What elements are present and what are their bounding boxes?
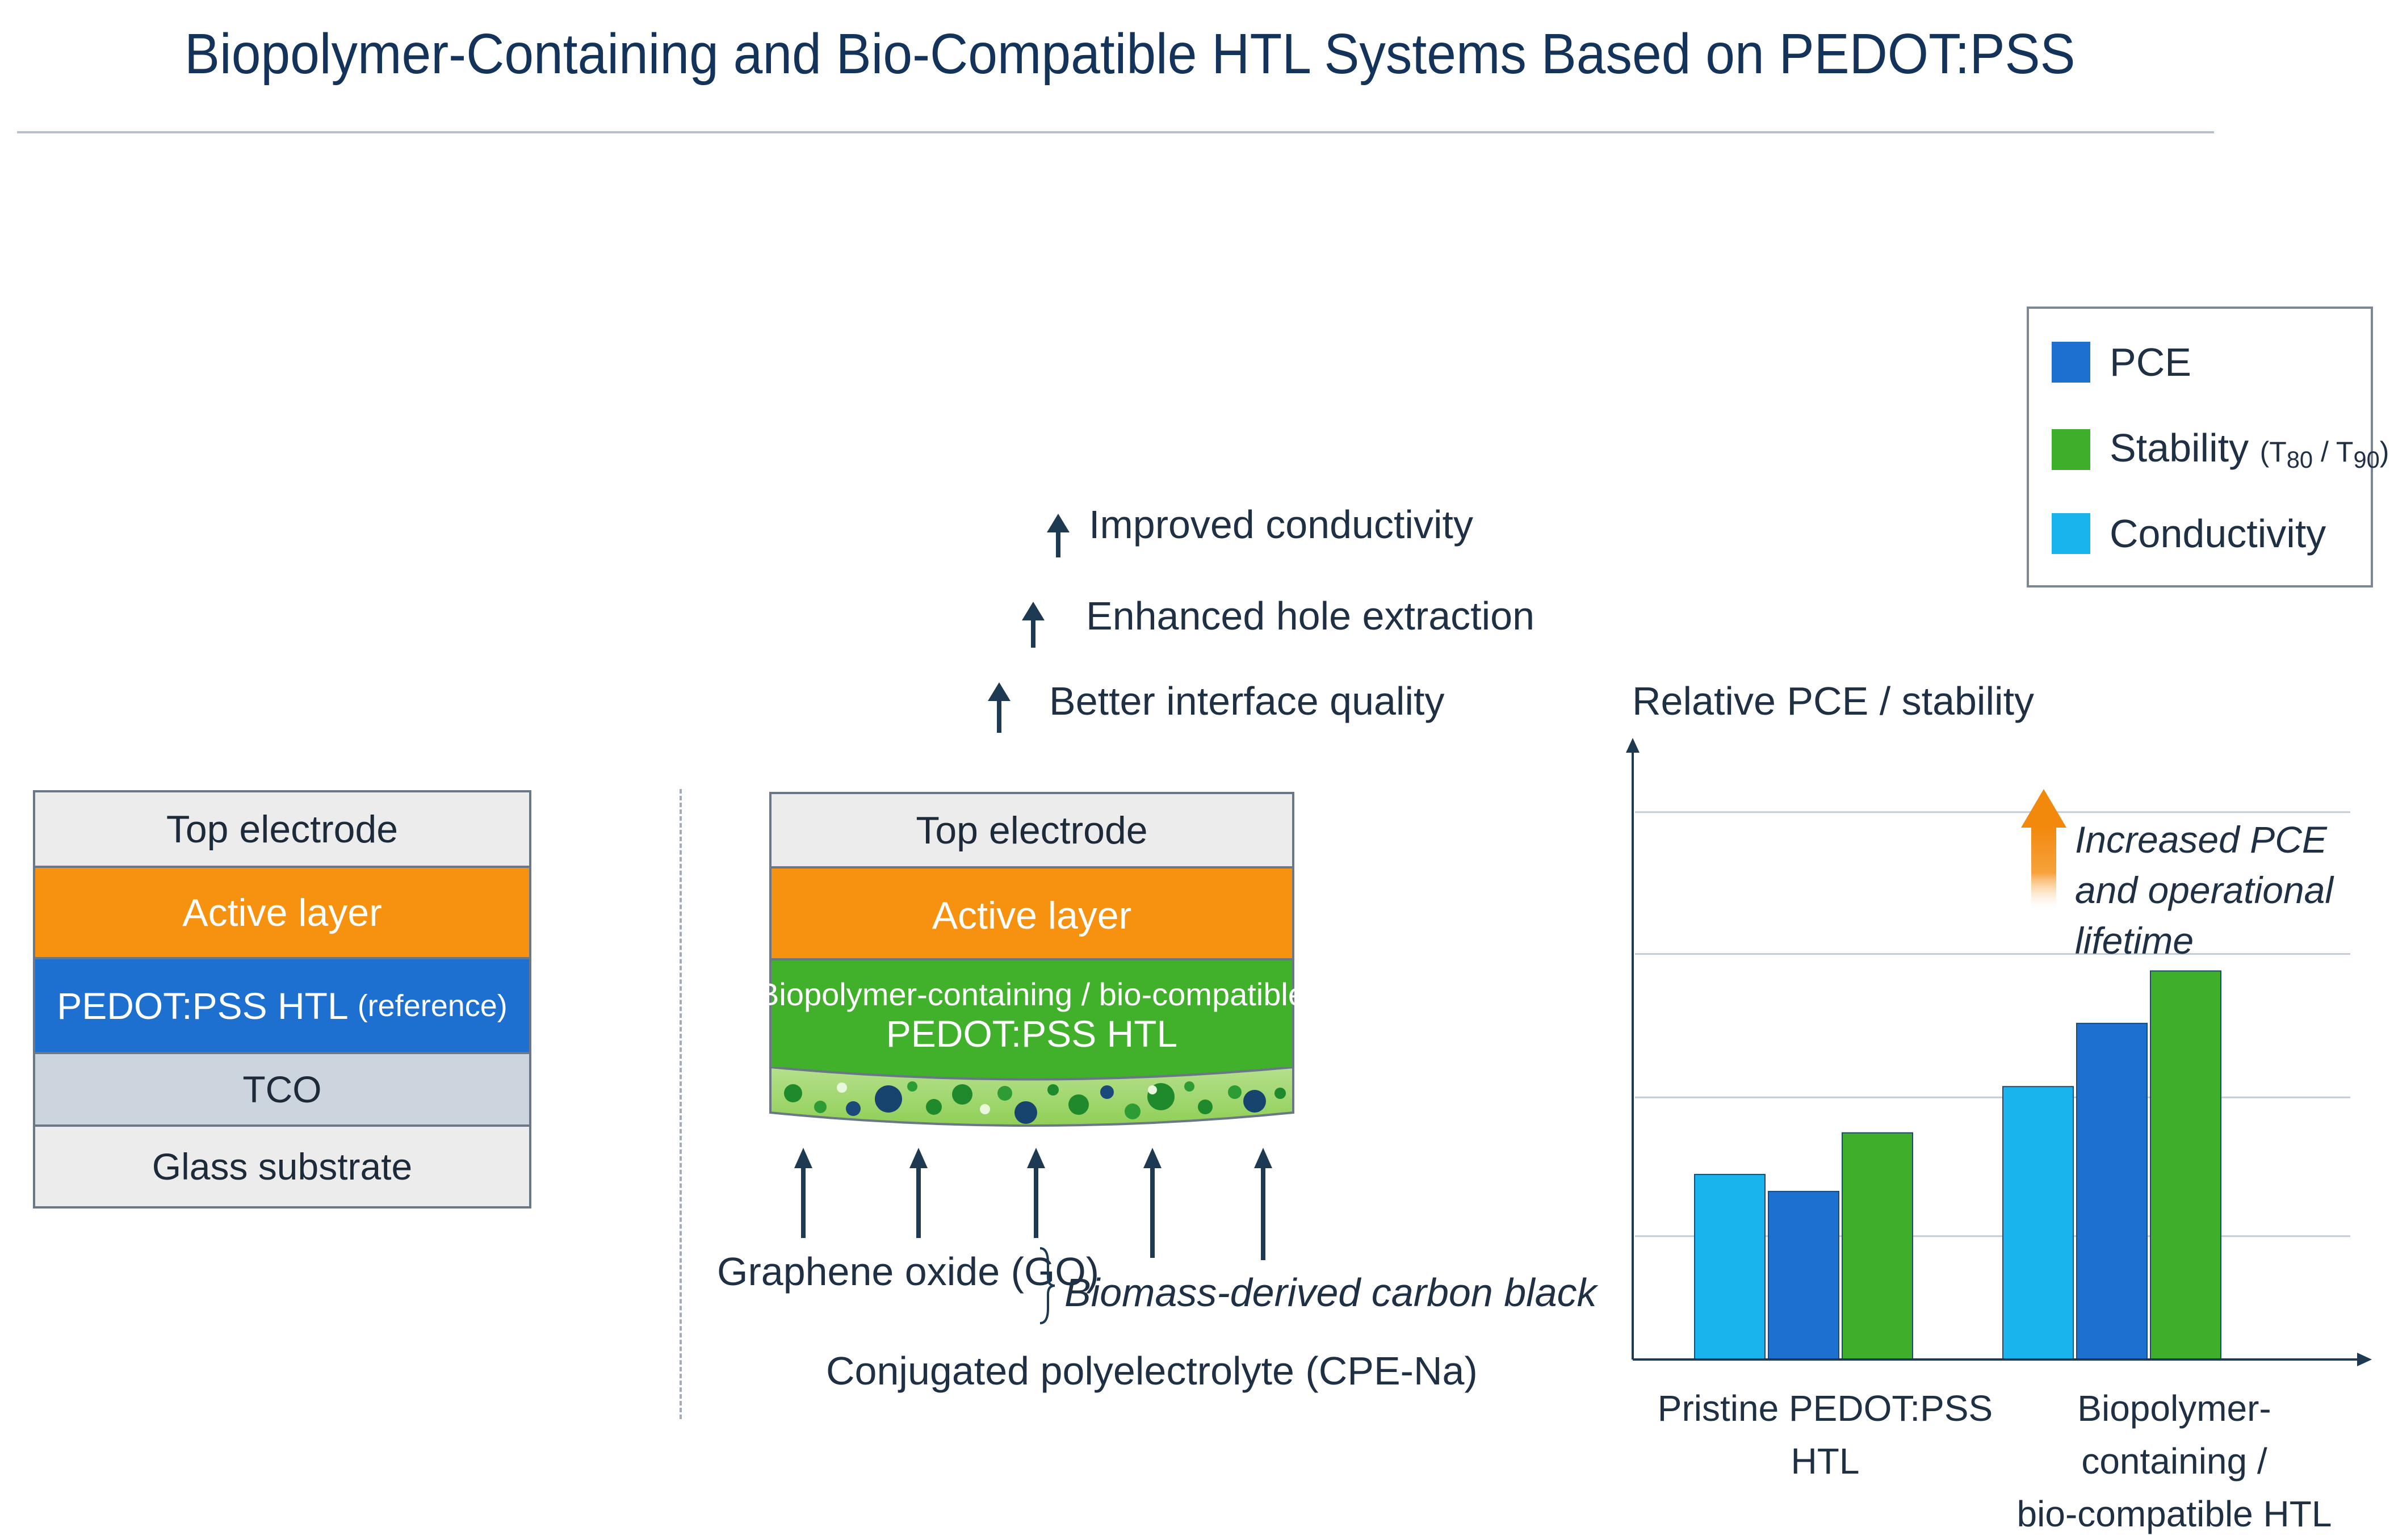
- benefit-arrows: [988, 514, 1070, 733]
- bar-conductivity-1: [2002, 1086, 2074, 1360]
- arrow-up-icon: [1143, 1148, 1162, 1168]
- legend-label-stability: Stability (T80 / T90): [2110, 425, 2389, 473]
- ref-top-electrode-layer: Top electrode: [35, 792, 529, 868]
- arrow-up-icon: [988, 682, 1011, 701]
- arrow-up-icon: [909, 1148, 928, 1168]
- arrow-up-icon: [1027, 1148, 1045, 1168]
- nanoparticle-dots: [784, 1081, 1286, 1124]
- legend-swatch-pce: [2052, 342, 2090, 383]
- additive-arrows: [794, 1148, 1272, 1260]
- bio-htl-line1: Biopolymer-containing / bio-compatible: [758, 976, 1306, 1012]
- increase-arrow-icon: [2021, 789, 2066, 911]
- bar-stability-1: [2150, 970, 2221, 1361]
- bar-pce-0: [1768, 1190, 1839, 1360]
- category-line: Pristine PEDOT:PSS HTL: [1657, 1388, 1993, 1482]
- page-title: Biopolymer-Containing and Bio-Compatible…: [185, 22, 2076, 86]
- section-divider: [680, 789, 682, 1419]
- legend-swatch-conductivity: [2052, 513, 2090, 554]
- legend-item-stability: Stability (T80 / T90): [2052, 425, 2389, 473]
- bar-stability-0: [1842, 1132, 1913, 1360]
- x-category-label-pristine: Pristine PEDOT:PSS HTL: [1649, 1382, 2001, 1488]
- legend-swatch-stability: [2052, 429, 2090, 470]
- additive-graphene-oxide: Graphene oxide (GO): [717, 1249, 1100, 1294]
- ref-pedot-note: (reference): [357, 988, 508, 1023]
- title-divider: [17, 131, 2214, 133]
- arrow-up-icon: [1254, 1148, 1272, 1168]
- bio-htl-line2: PEDOT:PSS HTL: [886, 1013, 1178, 1055]
- legend-stability-sub: (T80 / T90): [2259, 436, 2389, 473]
- annotation-line: and operational: [2075, 869, 2334, 912]
- reference-device-stack: Top electrode Active layer PEDOT:PSS HTL…: [33, 790, 531, 1208]
- y-axis-arrowhead: [1626, 738, 1640, 753]
- legend-label-conductivity: Conductivity: [2110, 511, 2326, 556]
- chart-legend: PCE Stability (T80 / T90) Conductivity: [2027, 307, 2389, 588]
- legend-label-pce: PCE: [2110, 340, 2191, 384]
- bar-conductivity-0: [1694, 1174, 1766, 1361]
- benefit-interface-quality: Better interface quality: [1049, 679, 1445, 723]
- ref-glass-substrate-layer: Glass substrate: [35, 1127, 529, 1206]
- legend-item-conductivity: Conductivity: [2052, 511, 2326, 556]
- legend-stability-text: Stability: [2110, 426, 2249, 470]
- legend-item-pce: PCE: [2052, 339, 2191, 385]
- ref-tco-layer: TCO: [35, 1054, 529, 1127]
- annotation-line: lifetime: [2075, 920, 2194, 962]
- benefit-hole-extraction: Enhanced hole extraction: [1086, 594, 1534, 638]
- bar-pce-1: [2076, 1022, 2148, 1360]
- ref-pedot-htl-layer: PEDOT:PSS HTL (reference): [35, 959, 529, 1054]
- additive-carbon-black: Biomass-derived carbon black: [1064, 1270, 1597, 1315]
- chart-annotation: Increased PCE and operational lifetime: [2075, 815, 2333, 966]
- annotation-line: Increased PCE: [2075, 819, 2327, 861]
- x-axis-arrowhead: [2357, 1353, 2372, 1366]
- modified-device-stack: Top electrode Active layer: [769, 792, 1294, 962]
- mod-bio-htl-label: Biopolymer-containing / bio-compatible P…: [758, 965, 1306, 1067]
- ref-pedot-label: PEDOT:PSS HTL: [57, 984, 349, 1027]
- category-line: bio-compatible HTL: [2016, 1493, 2332, 1534]
- x-category-label-biopolymer: Biopolymer-containing / bio-compatible H…: [1998, 1382, 2350, 1540]
- category-line: Biopolymer-containing /: [2077, 1388, 2271, 1482]
- bar-chart: [1626, 738, 2372, 1366]
- mod-top-electrode-layer: Top electrode: [772, 794, 1292, 868]
- benefit-improved-conductivity: Improved conductivity: [1089, 502, 1473, 547]
- arrow-up-icon: [1047, 514, 1070, 532]
- brace-icon: [1039, 1247, 1055, 1324]
- y-axis-title: Relative PCE / stability: [1632, 679, 2035, 723]
- ref-active-layer: Active layer: [35, 868, 529, 959]
- arrow-up-icon: [1022, 602, 1045, 620]
- additive-cpe-na: Conjugated polyelectrolyte (CPE-Na): [826, 1349, 1478, 1393]
- arrow-up-icon: [794, 1148, 812, 1168]
- mod-active-layer: Active layer: [772, 868, 1292, 962]
